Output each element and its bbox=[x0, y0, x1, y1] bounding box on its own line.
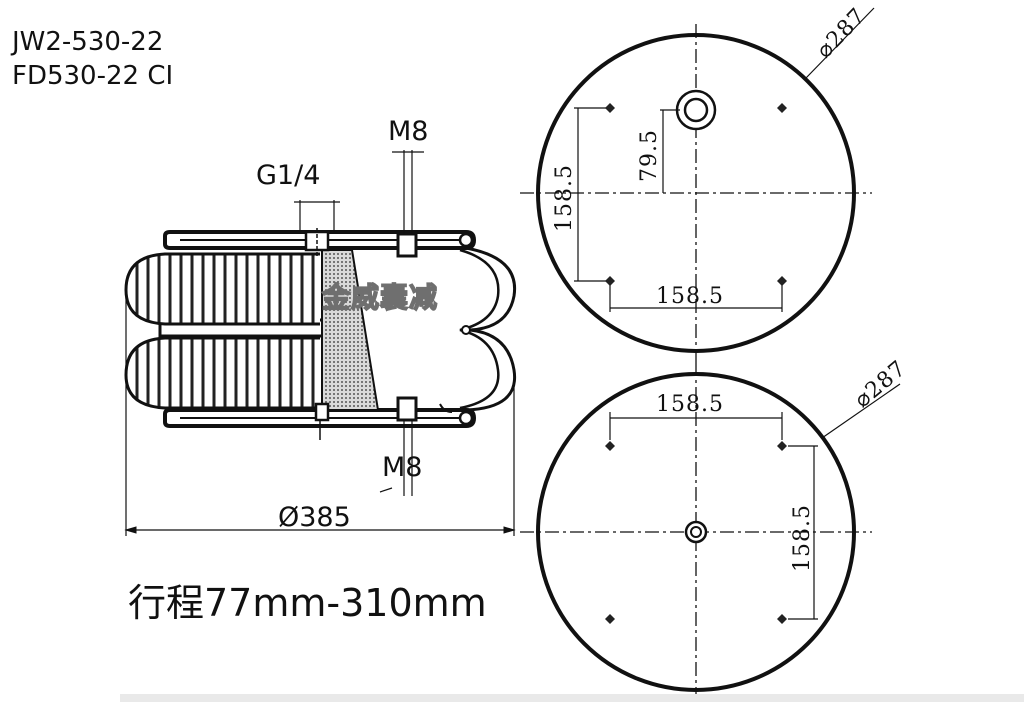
stroke-range-label: 行程77mm-310mm bbox=[128, 581, 487, 625]
bottom-plate-vertical-spacing-label: 158.5 bbox=[790, 504, 815, 572]
bottom-center-stud bbox=[684, 520, 708, 544]
top-plate-horizontal-spacing-label: 158.5 bbox=[656, 284, 724, 309]
top-air-port bbox=[675, 89, 717, 131]
bottom-stud-thread-label: M8 bbox=[382, 452, 423, 483]
top-plate-vertical-spacing-label: 158.5 bbox=[552, 164, 577, 232]
air-port-thread-label: G1/4 bbox=[256, 160, 321, 191]
bellows-right-profile bbox=[465, 246, 517, 412]
overall-diameter-label: Ø385 bbox=[278, 502, 351, 533]
model-number-primary: JW2-530-22 bbox=[12, 27, 164, 57]
side-view bbox=[124, 150, 517, 536]
top-plate-view bbox=[520, 7, 875, 362]
bottom-plate-studs bbox=[605, 441, 787, 624]
cord-mesh-section bbox=[321, 249, 380, 411]
top-stud-thread-label: M8 bbox=[388, 116, 429, 147]
bottom-plate-horizontal-spacing-label: 158.5 bbox=[656, 392, 724, 417]
lower-convolution-ribbed bbox=[124, 336, 320, 410]
top-blind-nut bbox=[396, 232, 418, 258]
bottom-blind-nut bbox=[396, 396, 418, 422]
model-number-secondary: FD530-22 CI bbox=[12, 61, 174, 91]
bottom-plate-view bbox=[520, 362, 901, 700]
top-plate-studs bbox=[605, 103, 787, 286]
brand-watermark: 金威囊减 bbox=[321, 280, 439, 315]
upper-convolution-ribbed bbox=[124, 252, 320, 326]
top-plate-port-offset-label: 79.5 bbox=[637, 129, 662, 182]
